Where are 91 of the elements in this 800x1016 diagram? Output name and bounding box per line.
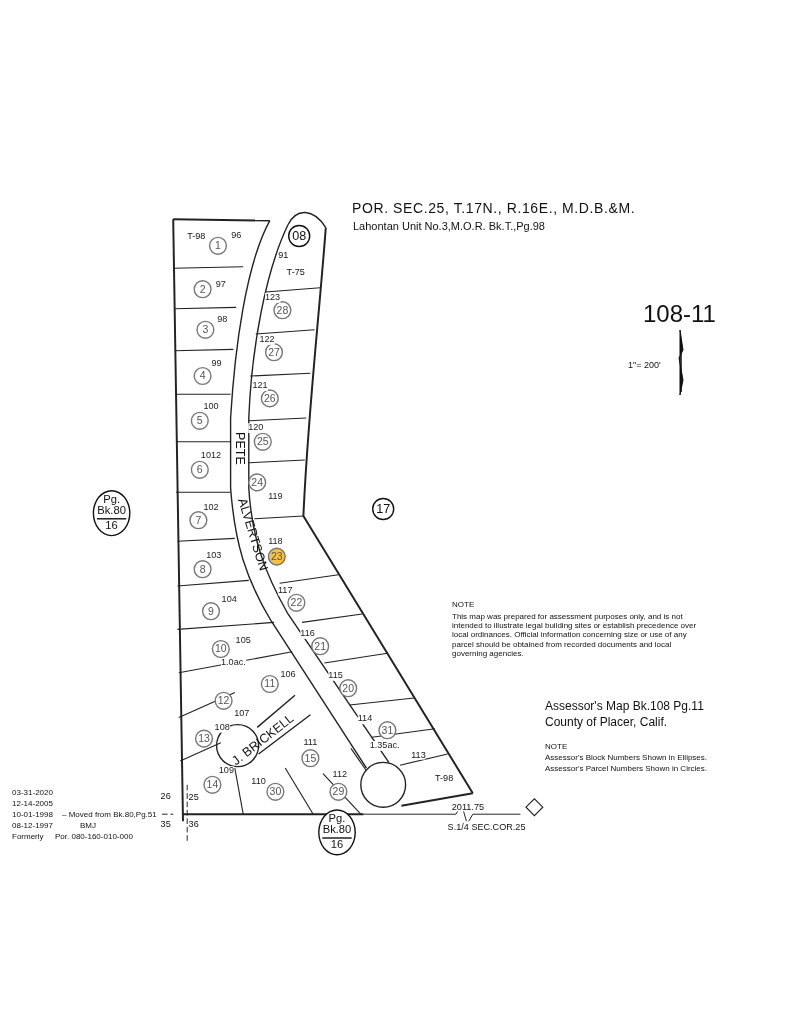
block-reference: Pg. Bk.80 16 [318, 809, 356, 856]
parcel-number: 27 [264, 343, 284, 362]
parcel-number: 13 [194, 729, 214, 748]
lot-number: 104 [221, 595, 237, 605]
lot-number: 118 [268, 536, 283, 546]
lot-number: 96 [231, 231, 242, 241]
distance-label: 2011.75 [451, 801, 484, 813]
parcel-number: 26 [260, 389, 279, 408]
lot-number: 117 [277, 585, 293, 595]
section-number: 26 [160, 790, 171, 801]
parcel-number: 14 [203, 775, 222, 794]
note-heading: NOTE [545, 742, 568, 752]
acreage: 1.35ac. [369, 741, 400, 751]
parcel-number: 23 [267, 547, 286, 566]
date-text: 10-01-1998 [12, 810, 53, 820]
lot-number: 107 [234, 708, 250, 718]
acreage: 1.0ac. [221, 658, 246, 668]
lot-number: 111 [303, 738, 318, 748]
lot-number: 121 [252, 381, 268, 391]
lot-number: 123 [265, 293, 281, 303]
section-number: 36 [188, 818, 199, 829]
lot-number: 102 [203, 503, 219, 513]
block-number: 08 [288, 224, 311, 248]
parcel-number: 29 [329, 782, 348, 801]
lot-number: 99 [211, 358, 222, 368]
parcel-number: 5 [190, 411, 209, 430]
section-number: 35 [160, 818, 171, 829]
lot-number: 91 [278, 250, 289, 261]
map-number: 108-11 [643, 300, 716, 328]
parcel-number: 15 [301, 749, 320, 768]
parcel-number: 10 [211, 639, 230, 659]
tract-label: T-98 [435, 772, 454, 783]
map-title: POR. SEC.25, T.17N., R.16E., M.D.B.&M. [352, 200, 636, 216]
lot-number: 116 [300, 629, 315, 639]
lot-number: 115 [328, 671, 343, 681]
parcel-number: 11 [260, 674, 279, 694]
note-text: – Moved from Bk.80,Pg.51 [62, 810, 157, 820]
tract-label: T-98 [187, 230, 206, 241]
parcel-number: 21 [311, 637, 330, 656]
parcel-number: 7 [189, 511, 208, 530]
parcel-number: 12 [214, 691, 233, 710]
parcel-number: 25 [253, 432, 272, 451]
section-number: 25 [188, 791, 199, 803]
lot-number: 114 [357, 714, 373, 724]
parcel-number: 2 [193, 280, 212, 299]
date-text: 03-31-2020 [12, 788, 53, 798]
parcel-number: 22 [287, 593, 306, 612]
parcel-number: 9 [201, 602, 221, 621]
note-text: Assessor's Parcel Numbers Shown in Circles. [545, 764, 708, 774]
parcel-number: 30 [266, 782, 285, 801]
street-name: PETE [232, 432, 248, 465]
lot-number: 120 [248, 423, 264, 433]
parcel-number: 3 [196, 320, 215, 339]
lot-number: 113 [411, 749, 426, 761]
parcel-number: 31 [378, 721, 397, 740]
map-reference: Assessor's Map Bk.108 Pg.11 [545, 700, 704, 714]
lot-number: 105 [235, 636, 251, 646]
lot-number: 106 [280, 669, 296, 679]
parcel-number: 20 [339, 679, 358, 698]
tract-label: T-75 [286, 266, 305, 278]
note-heading: NOTE [452, 600, 475, 610]
lot-number: 103 [206, 550, 222, 560]
parcel-number: 6 [190, 460, 209, 479]
corner-label: S.1/4 SEC.COR.25 [447, 821, 526, 832]
note-text: Formerly [12, 832, 44, 842]
lot-number: 100 [203, 402, 219, 412]
block-number: 17 [372, 497, 395, 521]
parcel-number: 8 [193, 560, 212, 579]
map-reference: County of Placer, Calif. [545, 716, 668, 730]
parcel-number: 4 [193, 366, 212, 386]
lot-number: 112 [332, 770, 348, 780]
lot-number: 1012 [200, 451, 222, 461]
note-text: Assessor's Block Numbers Shown in Ellipses. [545, 753, 708, 763]
parcel-number: 1 [208, 236, 228, 255]
parcel-number: 24 [248, 473, 267, 492]
lot-number: 119 [268, 491, 283, 501]
lot-number: 98 [217, 315, 228, 325]
lot-number: 97 [215, 280, 226, 290]
lot-number: 122 [259, 335, 275, 345]
parcel-number: 28 [273, 301, 292, 320]
date-text: 08-12-1997 [12, 821, 53, 831]
initials-text: BMJ [80, 821, 96, 831]
lot-number: 109 [218, 766, 234, 776]
lot-number: 110 [251, 777, 266, 787]
map-subtitle: Lahontan Unit No.3,M.O.R. Bk.T.,Pg.98 [353, 220, 545, 233]
note-text: This map was prepared for assessment purposes only, and is not intended to illustrate legal building sites or establish precedence over local ordinances. Official information concerning size or use of any parcel should be obtained from recorded documents and local governing agencies. [452, 612, 698, 658]
note-text: Por. 080-160-010-000 [55, 832, 133, 842]
date-text: 12-14-2005 [12, 799, 53, 809]
scale-text: 1"= 200' [628, 360, 661, 371]
block-reference: Pg. Bk.80 16 [92, 490, 131, 537]
lot-number: 108 [214, 722, 230, 732]
